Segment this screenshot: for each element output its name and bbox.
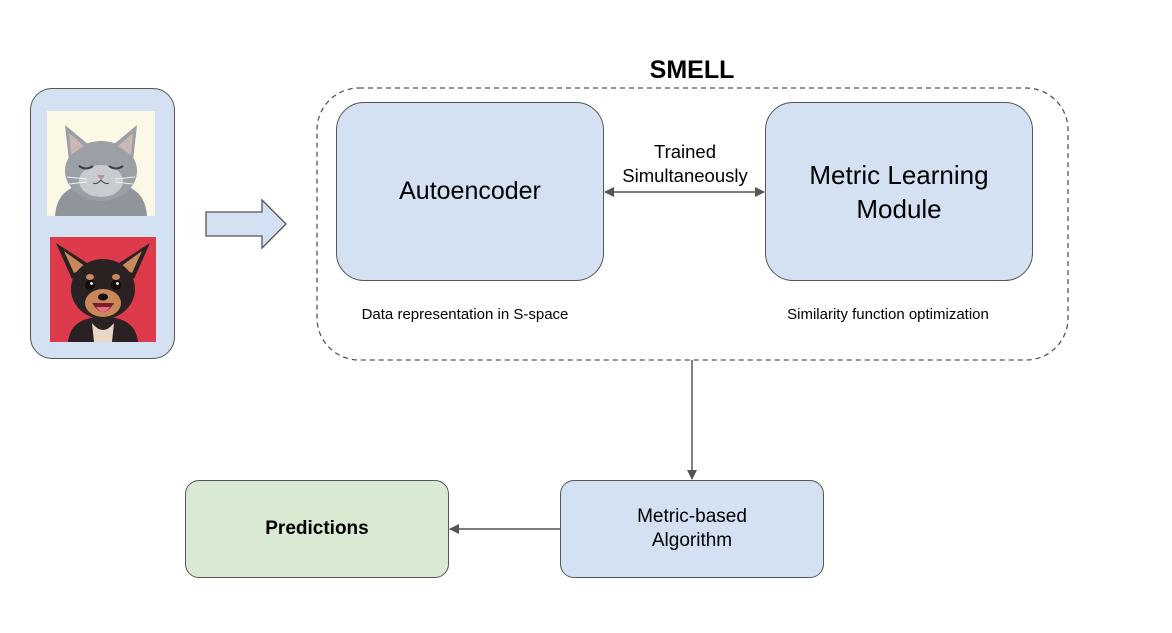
- trained-line1: Trained: [653, 141, 717, 162]
- dog-image: [50, 237, 156, 342]
- autoencoder-caption: Data representation in S-space: [361, 306, 569, 323]
- metric-module-label-line2: Module: [856, 193, 942, 224]
- smell-container: [316, 87, 1069, 361]
- predictions-label: Predictions: [265, 518, 369, 539]
- diagram-title: SMELL: [649, 56, 735, 84]
- metric-based-algorithm-node: Metric-based Algorithm: [560, 480, 824, 578]
- autoencoder-label: Autoencoder: [399, 177, 541, 205]
- metric-module-caption: Similarity function optimization: [787, 306, 989, 323]
- cat-image: [47, 111, 155, 216]
- metric-algo-label-line1: Metric-based: [637, 506, 747, 527]
- predictions-node: Predictions: [185, 480, 449, 578]
- input-arrow: [205, 198, 287, 250]
- metric-algo-label-line2: Algorithm: [651, 530, 733, 551]
- trained-line2: Simultaneously: [622, 165, 748, 186]
- autoencoder-node: Autoencoder: [336, 102, 604, 281]
- metric-learning-module-node: Metric Learning Module: [765, 102, 1033, 281]
- metric-module-label-line1: Metric Learning: [809, 159, 989, 190]
- trained-simultaneously-label: Trained Simultaneously: [605, 140, 765, 188]
